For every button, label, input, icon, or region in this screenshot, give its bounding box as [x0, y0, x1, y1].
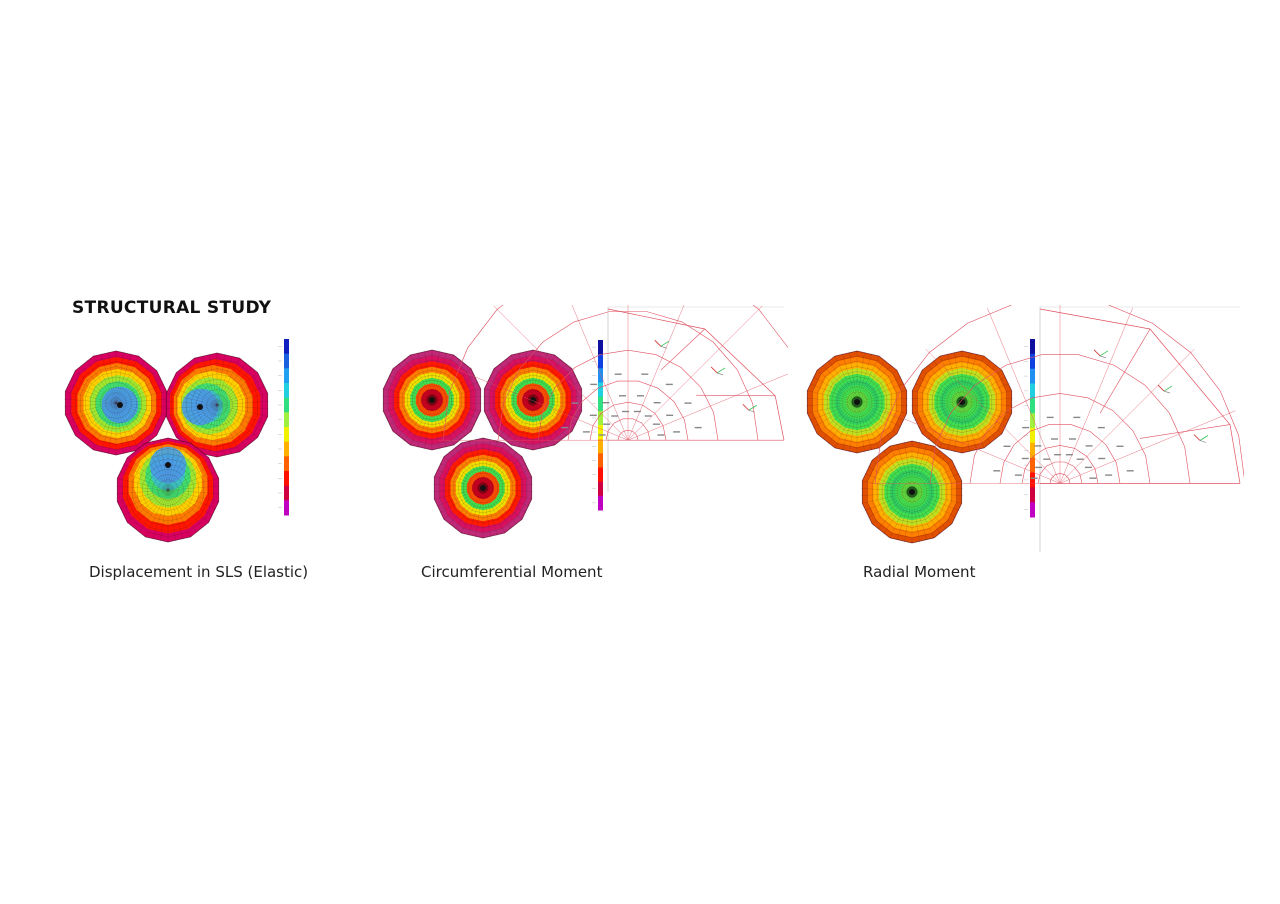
radial-legend	[1024, 339, 1035, 518]
displacement-dome-b	[165, 352, 269, 458]
displacement-dome-c	[116, 437, 220, 543]
page-title: STRUCTURAL STUDY	[72, 298, 272, 318]
displacement-caption: Displacement in SLS (Elastic)	[89, 563, 309, 581]
radial-dome-c	[861, 440, 963, 544]
circumferential-dome-b	[483, 349, 583, 451]
circumferential-caption: Circumferential Moment	[421, 563, 603, 581]
circumferential-dome-c	[433, 437, 533, 539]
displacement-dome-a	[64, 350, 168, 456]
radial-plot	[806, 305, 1244, 552]
circumferential-dome-a	[382, 349, 482, 451]
radial-dome-a	[806, 350, 908, 454]
displacement-plot	[64, 339, 289, 543]
circumferential-plot	[382, 305, 788, 539]
radial-dome-b	[911, 350, 1013, 454]
radial-mesh-detail	[870, 305, 1244, 552]
circumferential-mesh-detail	[438, 305, 788, 492]
radial-caption: Radial Moment	[863, 563, 976, 581]
circumferential-legend	[592, 340, 603, 511]
displacement-legend	[278, 339, 289, 516]
